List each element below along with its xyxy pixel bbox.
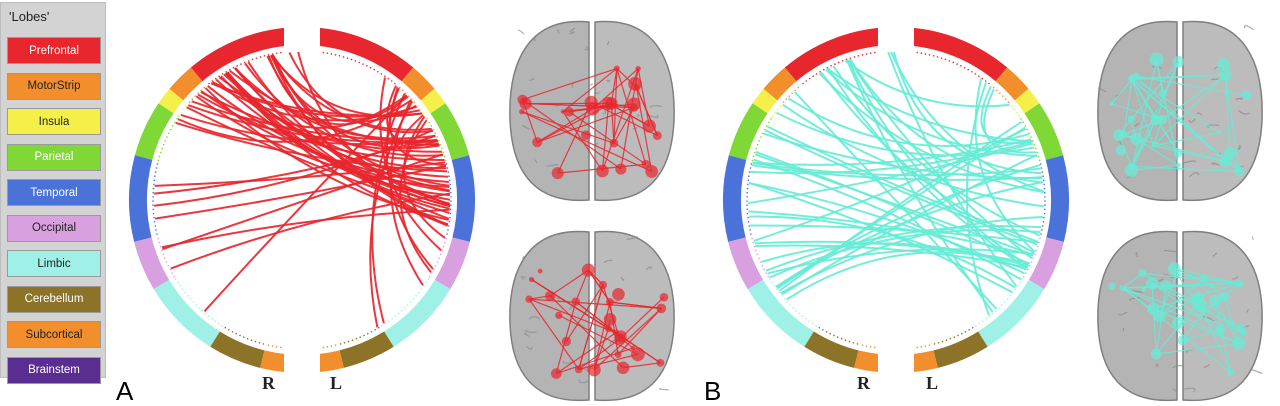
- panel-b-brain-renders: [1097, 20, 1263, 402]
- lobe-arc-left-subcortical: [912, 350, 938, 373]
- lobe-arc-left-motorstrip: [995, 67, 1029, 101]
- connection-lines: [153, 51, 451, 328]
- connection-lines: [747, 51, 1045, 316]
- lobe-arc-right-motorstrip: [763, 67, 797, 101]
- lobe-arc-left-occipital: [1028, 237, 1064, 290]
- lobe-arc-left-insula: [420, 88, 446, 114]
- legend-item-parietal: Parietal: [7, 143, 101, 171]
- brain-top-view: [1097, 20, 1263, 202]
- lobe-arc-left-limbic: [384, 279, 451, 347]
- brain-top-view: [509, 20, 675, 202]
- panel-a-letter: A: [116, 376, 134, 406]
- lobe-arc-left-parietal: [430, 103, 470, 160]
- lobe-arc-right-subcortical: [260, 350, 286, 373]
- lobe-arc-right-prefrontal: [784, 27, 886, 82]
- lobe-arc-left-insula: [1014, 88, 1040, 114]
- lobe-arc-right-occipital: [728, 237, 764, 290]
- lobe-arc-right-subcortical: [854, 350, 880, 373]
- lobe-arc-right-occipital: [134, 237, 170, 290]
- lobe-arc-right-temporal: [128, 155, 153, 242]
- lobe-arc-right-prefrontal: [190, 27, 292, 82]
- lobe-arc-left-temporal: [1045, 155, 1070, 242]
- panel-b-right-label: R: [857, 373, 871, 393]
- lobe-arc-left-prefrontal: [312, 27, 414, 82]
- legend-title: 'Lobes': [9, 9, 50, 24]
- brain-back-view: [1097, 230, 1263, 402]
- lobe-arc-left-motorstrip: [401, 67, 435, 101]
- legend-item-motorstrip: MotorStrip: [7, 72, 101, 100]
- legend-item-brainstem: Brainstem: [7, 356, 101, 384]
- legend-item-subcortical: Subcortical: [7, 321, 101, 348]
- lobe-arc-left-temporal: [451, 155, 476, 242]
- panel-b: B R L: [704, 20, 1263, 406]
- lobe-arc-left-limbic: [978, 279, 1045, 347]
- lobe-arc-left-prefrontal: [906, 27, 1008, 82]
- lobe-arc-left-occipital: [434, 237, 470, 290]
- legend-item-occipital: Occipital: [7, 214, 101, 242]
- panel-a-right-label: R: [262, 373, 276, 393]
- lobe-arc-right-insula: [158, 88, 184, 114]
- lobe-arc-right-insula: [752, 88, 778, 114]
- lobe-arc-right-motorstrip: [169, 67, 203, 101]
- legend-item-cerebellum: Cerebellum: [7, 285, 101, 313]
- legend-item-temporal: Temporal: [7, 179, 101, 206]
- lobe-arc-right-cerebellum: [210, 331, 265, 368]
- lobe-arc-left-cerebellum: [933, 331, 988, 368]
- lobe-arc-left-subcortical: [318, 350, 344, 373]
- lobe-arc-left-parietal: [1024, 103, 1064, 160]
- panel-a-brain-renders: [509, 20, 675, 402]
- panel-b-letter: B: [704, 376, 721, 406]
- panel-a-connectogram: [128, 21, 476, 379]
- lobe-arc-left-cerebellum: [339, 331, 394, 368]
- panel-a: A R L: [116, 20, 675, 406]
- panel-a-left-label: L: [330, 373, 342, 393]
- panel-b-connectogram: [723, 21, 1070, 379]
- lobe-arc-right-limbic: [747, 279, 814, 347]
- lobe-arc-right-temporal: [723, 155, 747, 242]
- lobe-arc-right-parietal: [134, 103, 174, 160]
- panel-b-left-label: L: [926, 373, 938, 393]
- legend-item-limbic: Limbic: [7, 250, 101, 277]
- legend-item-prefrontal: Prefrontal: [7, 37, 101, 64]
- legend-item-insula: Insula: [7, 108, 101, 135]
- brain-back-view: [509, 230, 675, 402]
- lobe-arc-right-cerebellum: [804, 331, 859, 368]
- lobe-arc-right-limbic: [153, 279, 220, 347]
- lobe-arc-right-parietal: [728, 103, 768, 160]
